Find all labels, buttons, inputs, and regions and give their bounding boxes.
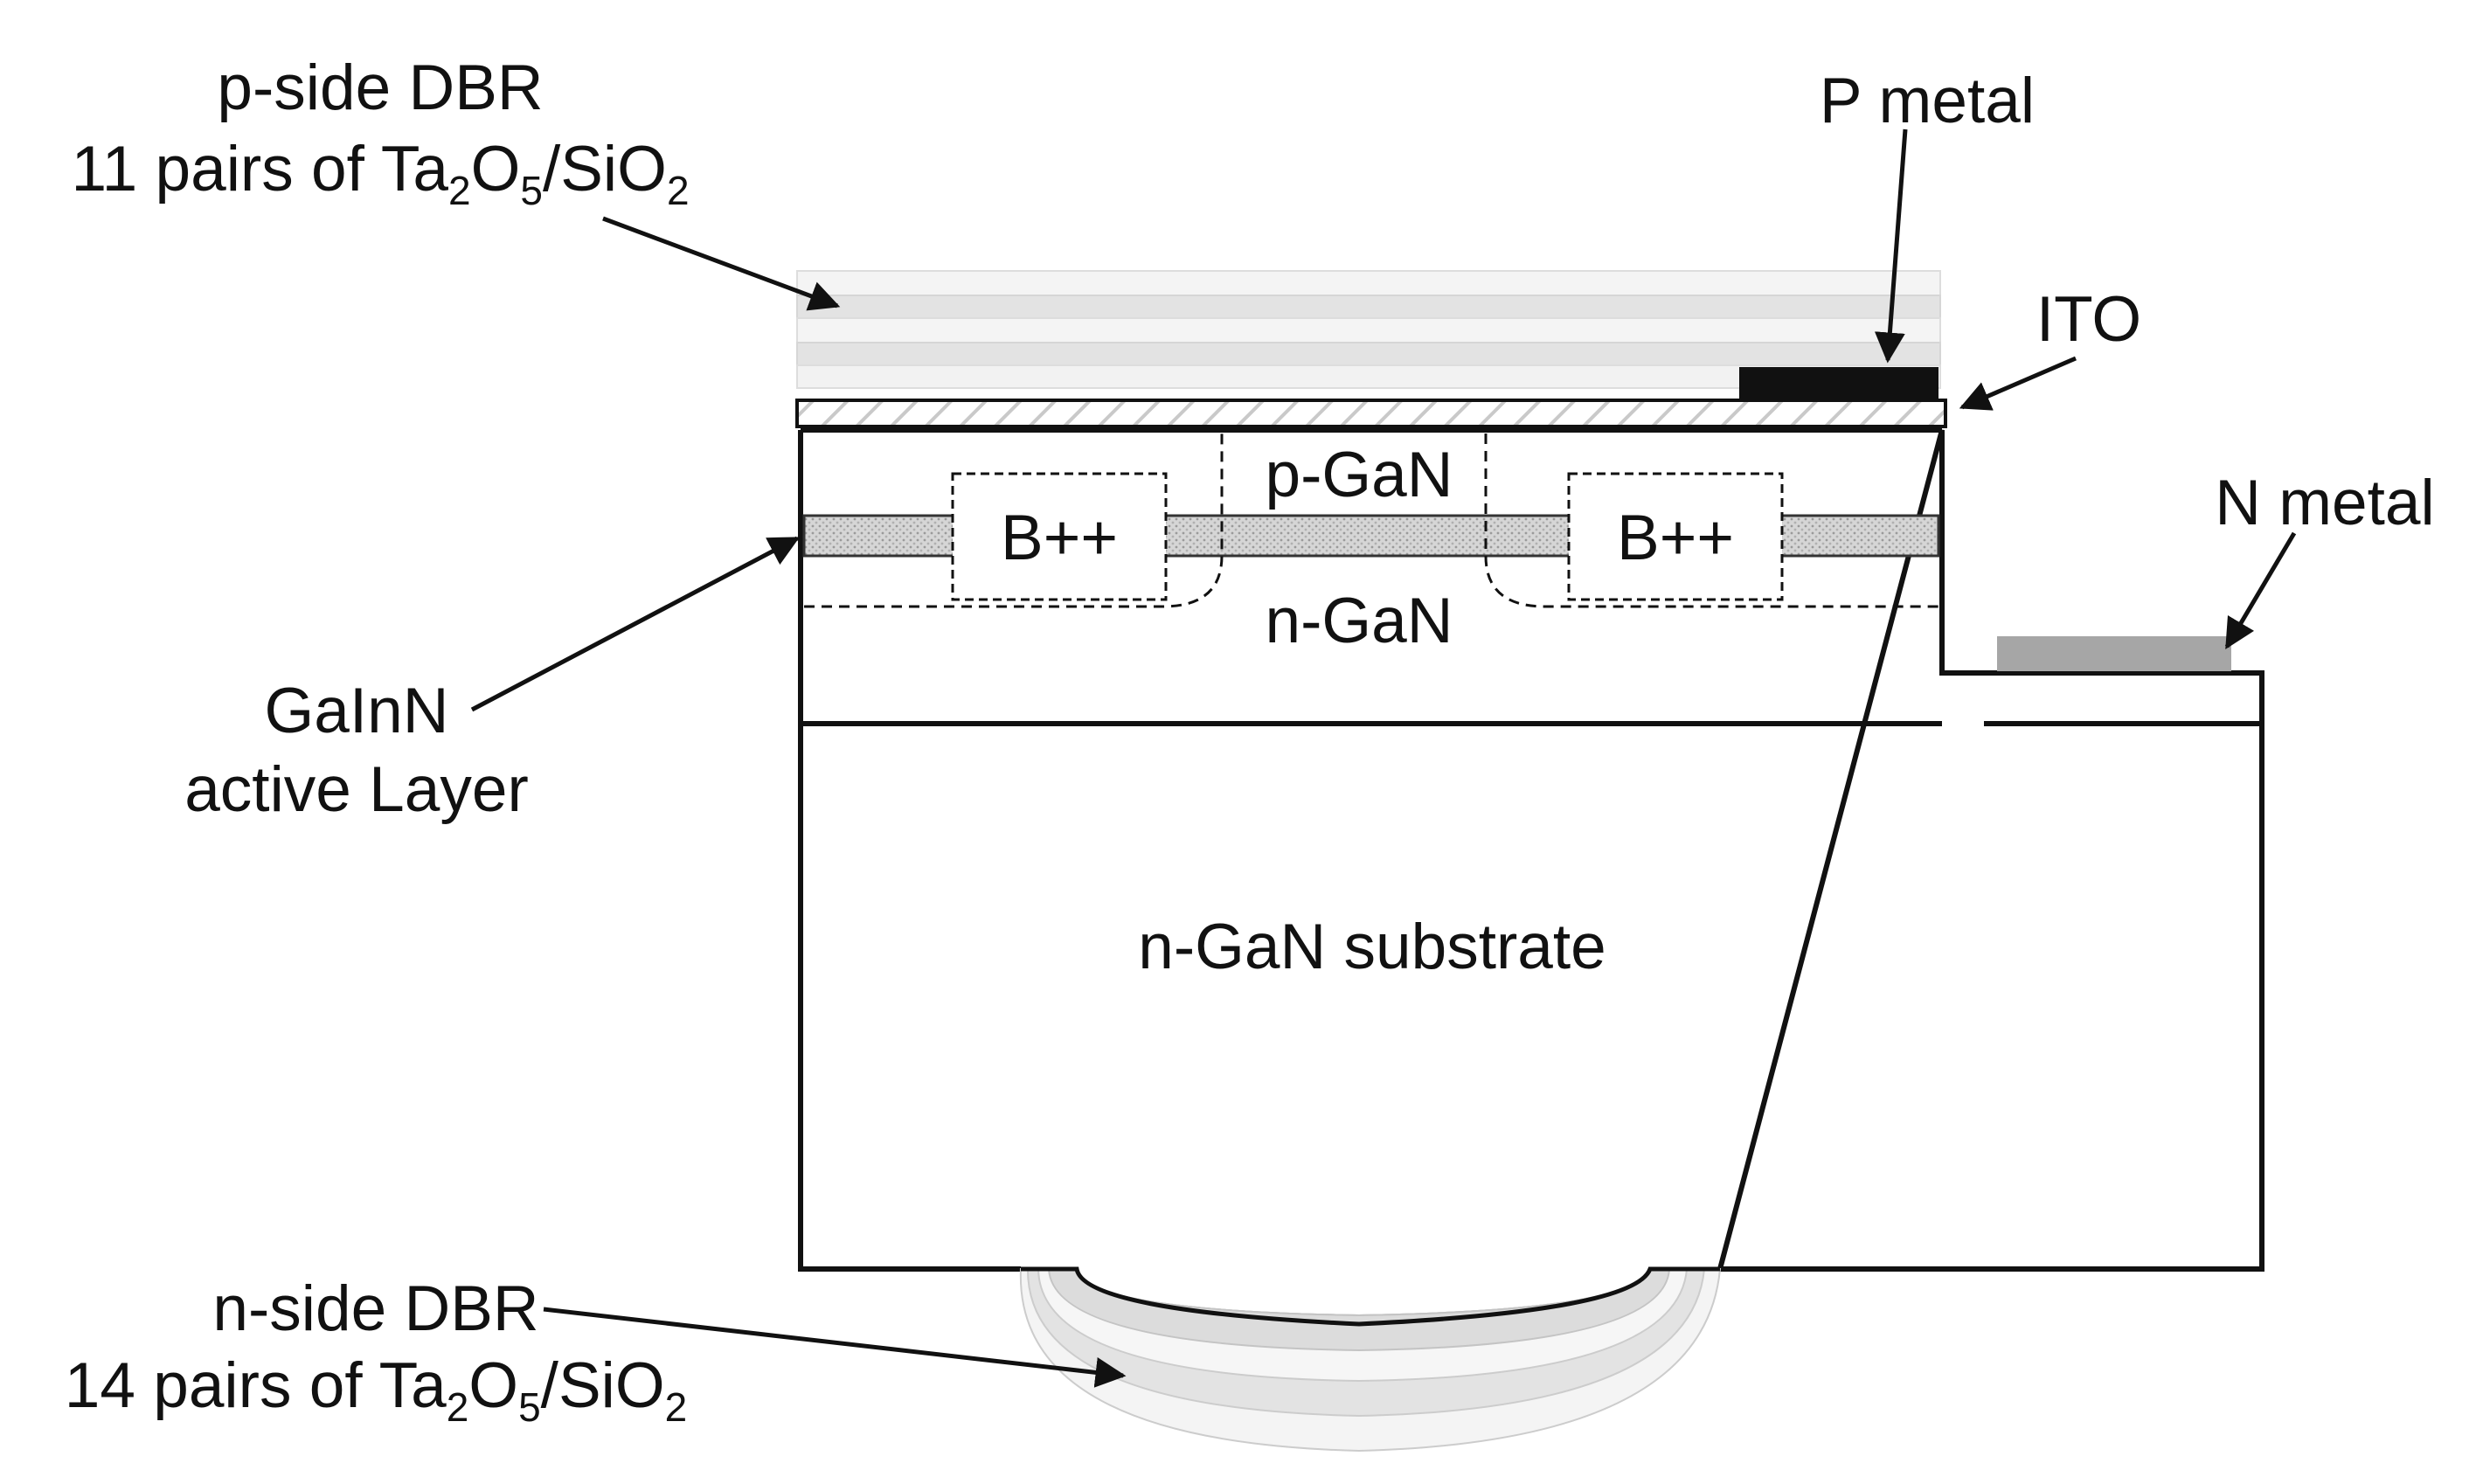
substrate-label: n-GaN substrate [1138, 912, 1606, 982]
n-metal-label: N metal [2215, 468, 2435, 538]
p-dbr-title-label: p-side DBR [217, 52, 543, 123]
n-metal-contact [1997, 636, 2231, 671]
n-dbr-title-label: n-side DBR [212, 1273, 538, 1344]
arrow-p-metal [1874, 128, 1908, 364]
boron-implant-box-left [951, 472, 1168, 601]
b-plus-plus-left-label: B++ [1001, 503, 1118, 573]
p-dbr-pairs-label: 11 pairs of Ta2O5/SiO2 [71, 134, 689, 213]
p-metal-contact [1739, 367, 1938, 400]
active-layer-label-line1: GaInN [265, 676, 449, 746]
arrow-n-metal [2224, 531, 2297, 650]
ito-layer [795, 399, 1947, 428]
arrow-ito [1959, 356, 2077, 411]
n-gan-label: n-GaN [1265, 586, 1453, 656]
n-side-dbr-stack [1019, 1266, 1722, 1453]
p-side-dbr-stack [796, 270, 1941, 389]
arrow-n-dbr [543, 1307, 1127, 1388]
b-plus-plus-right-label: B++ [1617, 503, 1734, 573]
p-metal-label: P metal [1820, 66, 2035, 136]
ito-label: ITO [2036, 284, 2141, 355]
boron-implant-box-right [1567, 472, 1784, 601]
p-gan-label: p-GaN [1265, 440, 1453, 510]
arrow-active-layer [470, 536, 801, 712]
n-dbr-pairs-label: 14 pairs of Ta2O5/SiO2 [65, 1350, 688, 1430]
arrow-p-dbr [602, 216, 841, 311]
active-layer-label-line2: active Layer [184, 754, 529, 825]
p-gan-dashed-boundary [804, 433, 1938, 608]
